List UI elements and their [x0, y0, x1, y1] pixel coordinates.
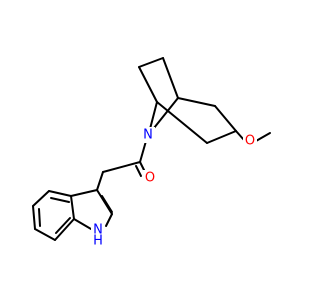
bond-c3a-c7a	[70, 195, 75, 220]
atom-labels: N O O N H	[91, 127, 257, 249]
bond-ch2-c3-indole	[96, 171, 104, 191]
bond-c3-c3a	[70, 189, 98, 197]
atom-oxygen-ether: O	[245, 134, 255, 149]
bond-c6-c5	[162, 57, 179, 99]
bond-c5-n8	[153, 97, 179, 129]
bond-c1-n8	[149, 101, 158, 130]
atom-hydrogen-indole: H	[93, 234, 103, 249]
bond-c5-c6	[32, 205, 36, 230]
bond-n8-carbonyl-c	[139, 140, 147, 163]
bond-c5-c6-inner	[38, 208, 41, 227]
bond-c7-c7a-inner	[55, 217, 71, 234]
molecule-diagram: N O O N H	[32, 57, 271, 249]
molecule-structure-canvas: N O O N H	[32, 57, 271, 249]
bond-n1-c7a	[73, 218, 92, 230]
bond-c4-c5	[32, 190, 50, 207]
bond-c2-n1	[105, 213, 113, 227]
bond-c3-c2-indole-inner	[101, 195, 113, 213]
indole-bonds	[32, 171, 113, 241]
bond-c3-c2	[206, 130, 237, 144]
bond-c3a-c4	[48, 190, 72, 197]
bond-c3-o	[235, 130, 245, 141]
atom-nitrogen-indole: N	[93, 223, 103, 238]
bond-c2-c1	[156, 101, 208, 144]
bond-carbonyl-c-o-2	[135, 165, 142, 177]
bond-c3a-c4-inner	[50, 197, 70, 203]
bond-c7-c7a	[54, 218, 75, 241]
amide-bonds	[102, 140, 147, 177]
methoxy-bonds	[235, 130, 271, 142]
bond-c4-c3	[214, 105, 237, 132]
bicyclic-bonds	[138, 57, 237, 144]
bond-c7-c6	[138, 57, 164, 68]
bond-c1-c7	[138, 66, 158, 103]
bond-c6-c7	[34, 228, 56, 241]
bond-c5-c4	[177, 97, 216, 107]
bond-carbonyl-c-ch2	[102, 161, 141, 173]
atom-nitrogen-bridge: N	[143, 128, 153, 143]
bond-c3-c2-indole	[96, 189, 113, 215]
atom-oxygen-carbonyl: O	[145, 171, 155, 186]
bond-o-ch3	[255, 132, 271, 142]
